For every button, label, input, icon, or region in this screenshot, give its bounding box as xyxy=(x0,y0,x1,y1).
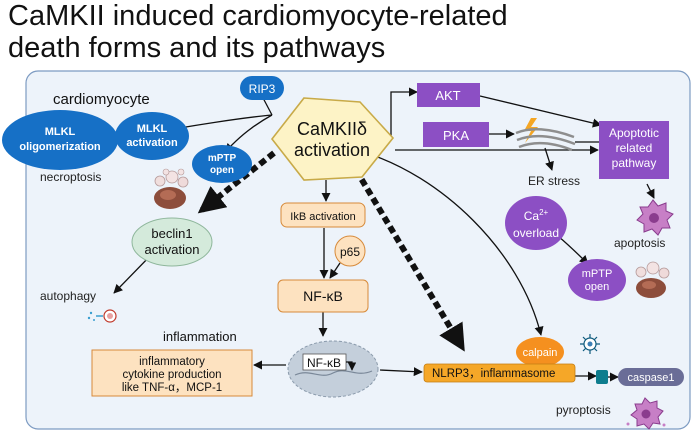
beclin1-line2: activation xyxy=(145,242,200,257)
er-membrane-icon xyxy=(515,128,576,152)
virus-icon xyxy=(580,334,600,354)
mlkl-oligomerization-node xyxy=(2,110,118,170)
nfkb-nucleus-label: NF-κB xyxy=(307,356,341,370)
inflammation-label: inflammation xyxy=(163,329,237,344)
rip3-label: RIP3 xyxy=(249,82,276,96)
apoptosis-label: apoptosis xyxy=(614,236,665,250)
autophagy-label: autophagy xyxy=(40,289,96,303)
apoptotic-line1: Apoptotic xyxy=(609,126,659,140)
connector-square xyxy=(596,370,608,384)
pyroptotic-cell-icon xyxy=(626,397,666,430)
beclin1-activation-node xyxy=(131,217,213,267)
dying-cell-icon xyxy=(154,168,189,209)
p65-label: p65 xyxy=(340,245,360,259)
mptp-open-left-node xyxy=(192,145,252,183)
apoptotic-cell-icon xyxy=(636,199,674,236)
arrow-apoptotic-apoptosis xyxy=(646,183,655,199)
cytokine-production-node xyxy=(91,349,253,397)
mlkl-oligo-line1: MLKL xyxy=(45,126,76,138)
caspase1-node xyxy=(618,368,684,386)
nlrp3-label: NLRP3，inflammasome xyxy=(432,368,555,380)
apoptotic-line3: pathway xyxy=(612,156,657,170)
arrow-nucleus-nlrp3 xyxy=(379,367,423,377)
camkii-line1: CaMKIIδ xyxy=(297,119,367,139)
ca-overload-node xyxy=(505,196,567,250)
cardiomyocyte-label: cardiomyocyte xyxy=(53,91,150,108)
mptp-right-line2: open xyxy=(585,281,609,293)
calpain-node xyxy=(516,337,564,367)
nucleus-icon xyxy=(287,340,379,398)
er-stress-label: ER stress xyxy=(528,174,580,188)
pka-label: PKA xyxy=(443,128,469,143)
arrow-camkii-akt xyxy=(390,87,418,138)
ikb-activation-node xyxy=(280,202,366,228)
ca-overload-line2: overload xyxy=(513,226,559,240)
mlkl-act-line2: activation xyxy=(126,137,178,149)
dashed-arrow-beclin xyxy=(197,150,276,214)
diagram-title: CaMKII induced cardiomyocyte-related dea… xyxy=(8,0,698,64)
mptp-right-line1: mPTP xyxy=(582,268,613,280)
ca-overload-line1: Ca2+ xyxy=(524,208,549,223)
mptp-left-line1: mPTP xyxy=(208,153,237,164)
mlkl-activation-node xyxy=(115,112,189,160)
mlkl-act-line1: MLKL xyxy=(137,123,168,135)
mptp-left-line2: open xyxy=(210,165,234,176)
nfkb-node xyxy=(277,279,369,313)
rip3-node xyxy=(240,76,284,100)
p65-node xyxy=(334,235,366,267)
necroptosis-label: necroptosis xyxy=(40,170,101,184)
arrow-p65-nfkb xyxy=(329,262,341,279)
arrow-camkii-calpain xyxy=(362,151,544,336)
ikb-label: IkB activation xyxy=(290,211,355,223)
autophagosome-icon xyxy=(87,309,117,323)
caspase1-label: caspase1 xyxy=(627,372,674,384)
nfkb-label: NF-κB xyxy=(303,288,343,304)
cytokine-line3: like TNF-α，MCP-1 xyxy=(122,382,222,394)
akt-label: AKT xyxy=(435,88,460,103)
mlkl-oligo-line2: oligomerization xyxy=(19,141,101,153)
camkii-activation-node xyxy=(270,97,395,181)
pka-node xyxy=(423,122,489,147)
cytokine-line2: cytokine production xyxy=(122,369,221,381)
apoptotic-line2: related xyxy=(616,141,653,155)
dashed-arrow-nlrp3 xyxy=(353,168,465,352)
arrow-er-stress xyxy=(544,147,554,171)
dying-cell-icon-right xyxy=(635,261,670,298)
title-line-1: CaMKII induced cardiomyocyte-related xyxy=(8,0,508,32)
beclin1-line1: beclin1 xyxy=(151,226,192,241)
title-line-2: death forms and its pathways xyxy=(8,32,386,64)
mptp-open-right-node xyxy=(568,259,626,301)
akt-node xyxy=(417,83,480,107)
arrow-akt-apoptotic xyxy=(479,95,602,128)
pyroptosis-label: pyroptosis xyxy=(556,403,611,417)
camkii-line2: activation xyxy=(294,140,370,160)
nlrp3-inflammasome-node xyxy=(423,363,576,383)
cytokine-line1: inflammatory xyxy=(139,356,205,368)
apoptotic-pathway-node xyxy=(599,121,669,179)
dashed-arrows xyxy=(197,150,465,352)
calpain-label: calpain xyxy=(523,347,558,359)
